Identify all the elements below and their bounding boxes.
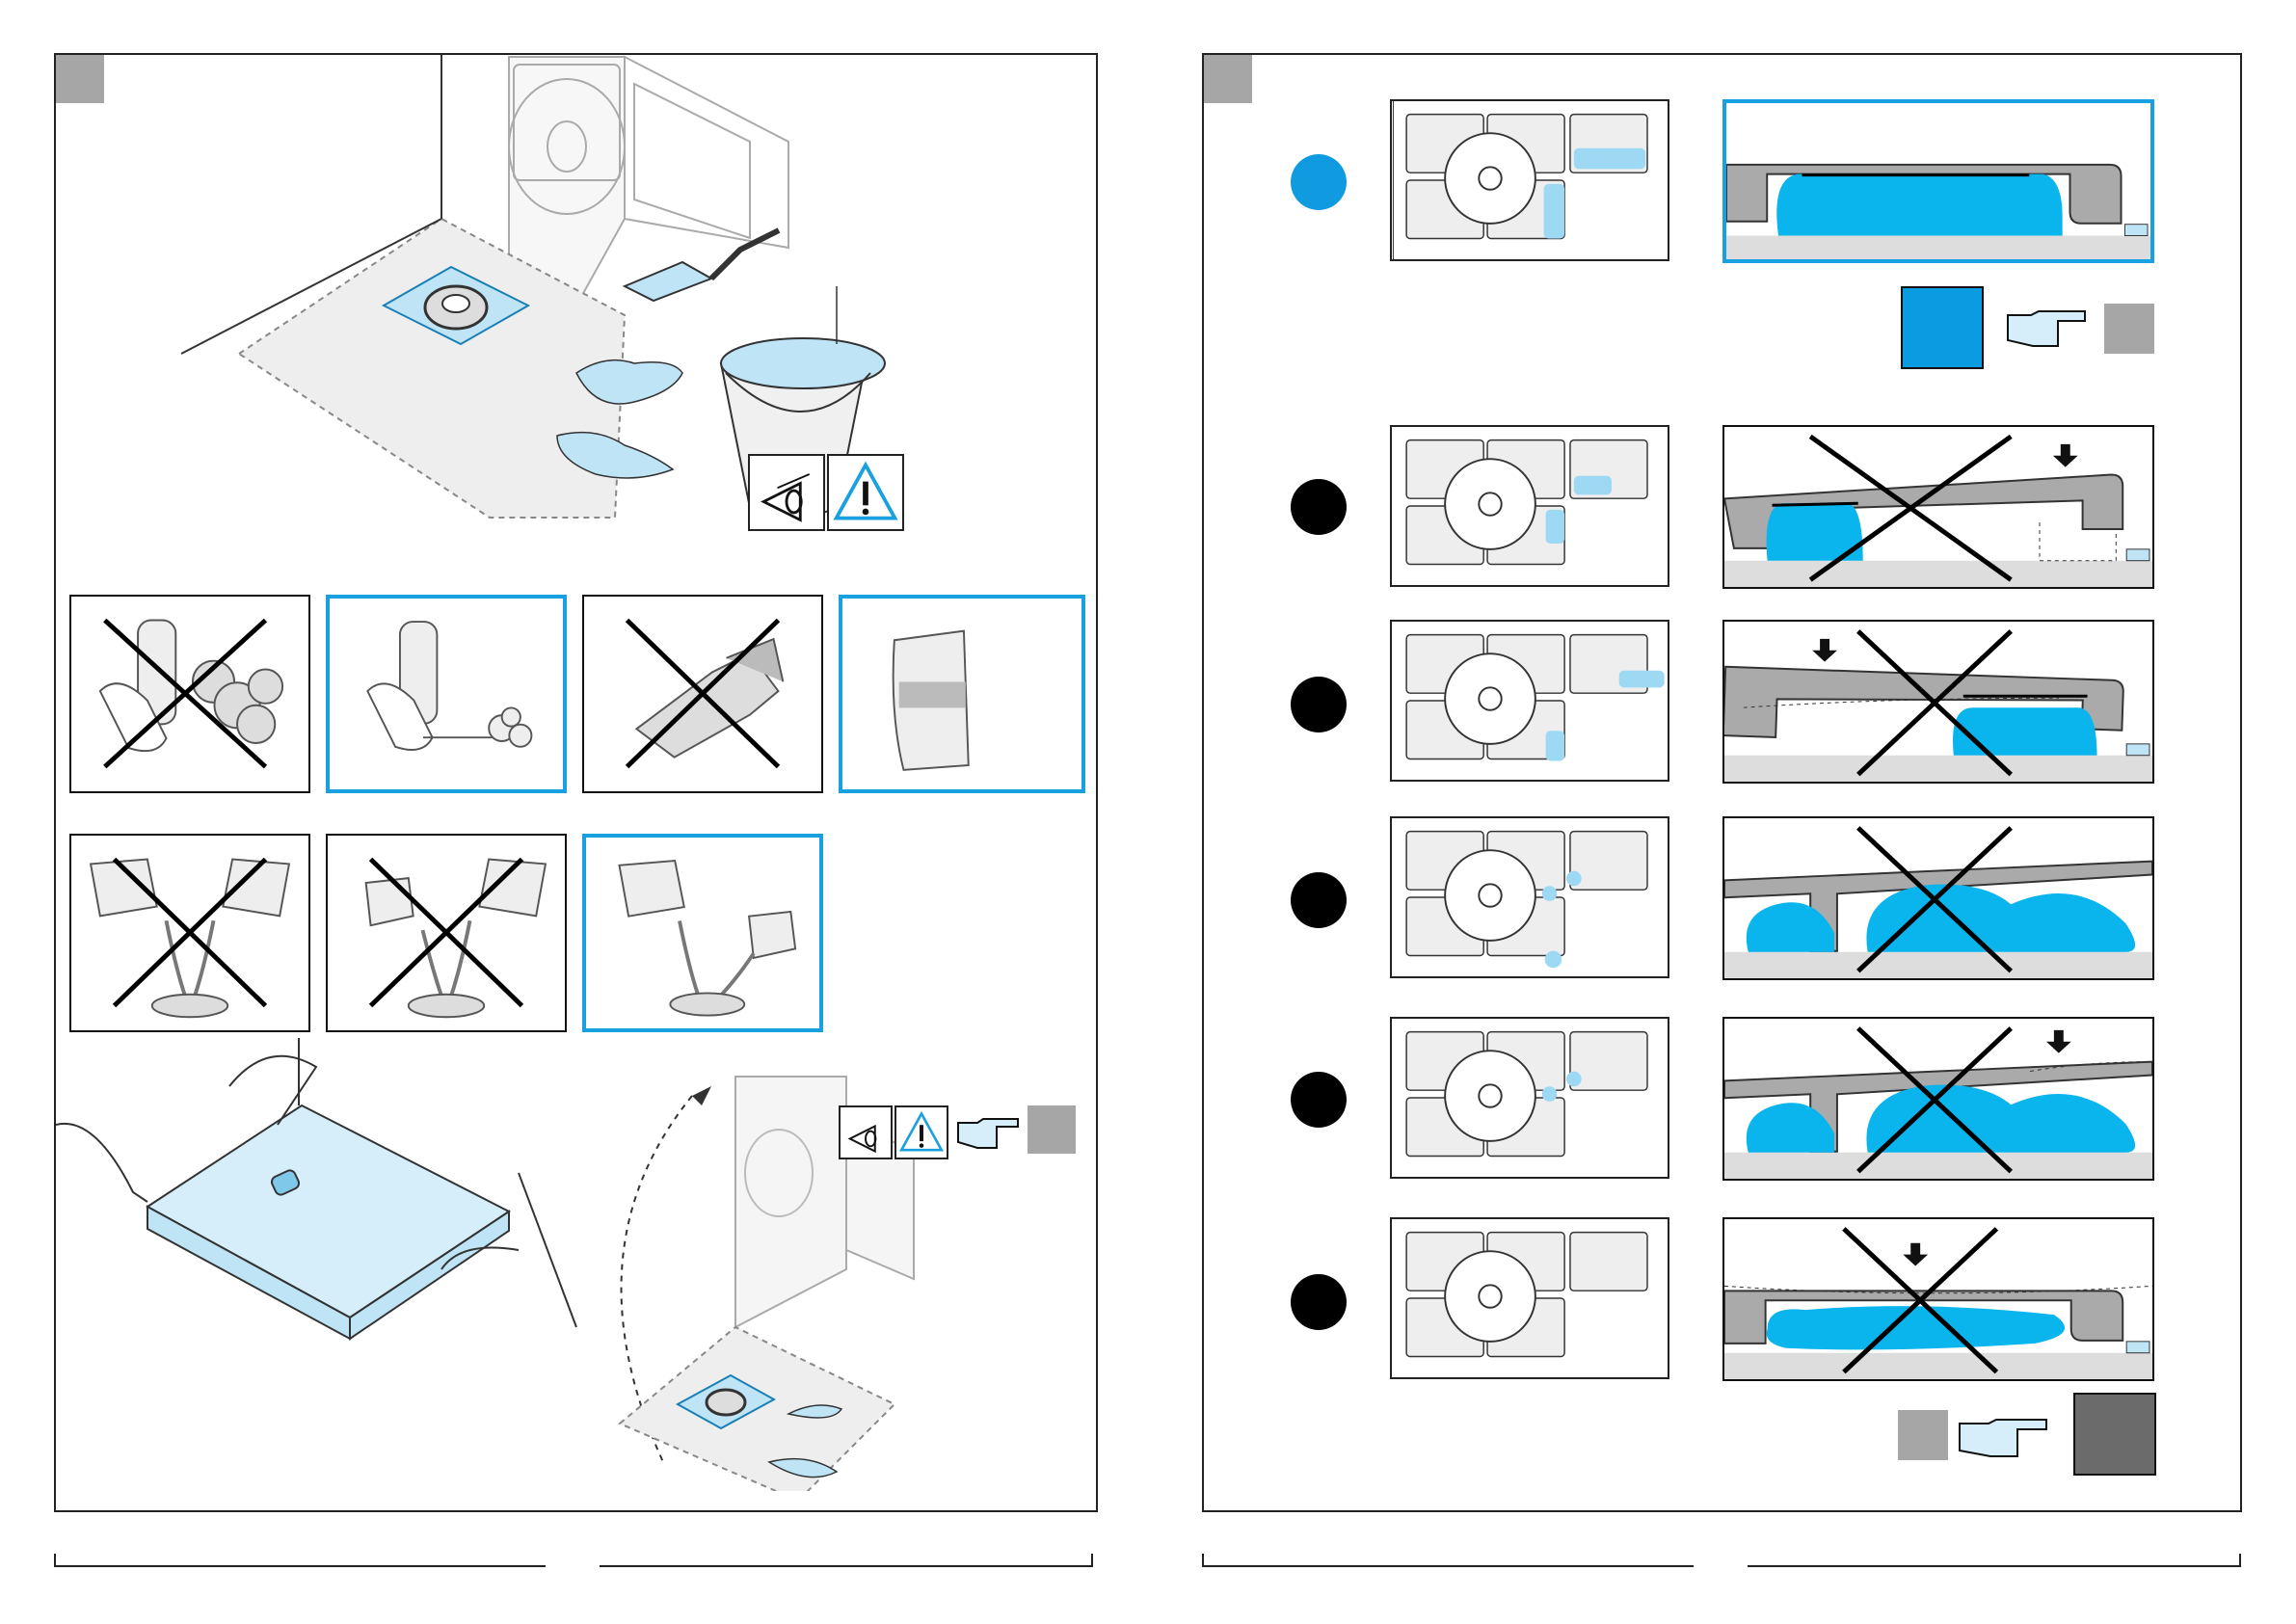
right-page — [1202, 53, 2242, 1512]
shower-tray-press-scene — [56, 1038, 596, 1491]
panel-tube-wrong — [582, 595, 823, 793]
panel-pour-correct — [582, 834, 823, 1032]
cross-section-4-wrong — [1722, 816, 2154, 980]
tile-layout-4 — [1390, 816, 1669, 978]
tile-layout-2 — [1390, 425, 1669, 587]
step-dot-4 — [1291, 872, 1347, 928]
eye-inspect-icon — [748, 454, 825, 531]
eye-inspect-icon-bottom — [839, 1105, 893, 1159]
right-footer-line-a — [1202, 1554, 1694, 1567]
panel-spray-correct — [326, 595, 567, 793]
left-footer-line-b — [600, 1554, 1093, 1567]
left-footer-line-a — [54, 1554, 546, 1567]
blue-reference-square — [1901, 286, 1984, 369]
cross-section-correct — [1722, 99, 2154, 263]
warning-triangle-icon-bottom — [894, 1105, 948, 1159]
cross-section-6-wrong — [1722, 1217, 2154, 1381]
cross-section-2-wrong — [1722, 425, 2154, 589]
panel-mortar-bag-correct — [839, 595, 1085, 793]
tile-layout-6 — [1390, 1217, 1669, 1379]
pointing-hand-icon-bottom-right — [1956, 1414, 2052, 1460]
dark-grey-reference-square — [2073, 1393, 2156, 1476]
panel-pour-both-wrong — [69, 834, 310, 1032]
step-dot-2 — [1291, 479, 1347, 535]
page-corner-marker — [1204, 55, 1252, 103]
warning-triangle-icon — [827, 454, 904, 531]
left-page — [54, 53, 1098, 1512]
step-dot-correct — [1291, 154, 1347, 210]
grey-reference-square — [2104, 304, 2154, 354]
step-dot-6 — [1291, 1274, 1347, 1330]
panel-spray-too-much-wrong — [69, 595, 310, 793]
step-dot-5 — [1291, 1072, 1347, 1128]
grey-reference-square-bottom — [1898, 1410, 1948, 1460]
step-dot-3 — [1291, 677, 1347, 732]
panel-pour-mismatch-wrong — [326, 834, 567, 1032]
tile-layout-5 — [1390, 1017, 1669, 1179]
pointing-hand-icon — [954, 1113, 1022, 1154]
tile-layout-3 — [1390, 620, 1669, 782]
cross-section-3-wrong — [1722, 620, 2154, 784]
cross-section-5-wrong — [1722, 1017, 2154, 1181]
page-corner-marker — [56, 55, 104, 103]
tile-layout-full-coverage — [1390, 99, 1669, 261]
right-footer-line-b — [1748, 1554, 2241, 1567]
reference-grey-square — [1028, 1105, 1076, 1154]
pointing-hand-icon-right — [2004, 307, 2091, 352]
